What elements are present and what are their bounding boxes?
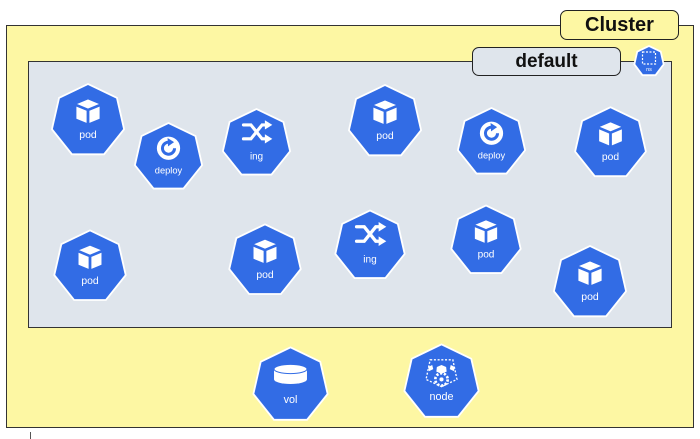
pod-label: pod [79,129,97,141]
pod-icon[interactable]: pod [52,229,128,305]
ingress-icon[interactable]: ing [221,108,292,179]
ing-label: ing [250,151,263,162]
namespace-icon: ns [632,44,666,78]
pod-icon[interactable]: pod [552,245,628,321]
pod-icon[interactable]: pod [449,204,523,278]
pod-label: pod [478,249,495,260]
vol-label: vol [284,394,298,406]
pod-icon[interactable]: pod [227,223,303,299]
pod-label: pod [581,291,599,303]
deploy-label: deploy [478,150,506,160]
pod-icon[interactable]: pod [50,83,126,159]
cluster-label: Cluster [560,10,679,40]
pod-label: pod [602,152,619,163]
pod-icon[interactable]: pod [347,84,423,160]
pod-label: pod [376,130,394,142]
ing-label: ing [363,254,376,265]
namespace-label: default [472,47,621,76]
ingress-icon[interactable]: ing [333,209,407,283]
node-label: node [429,391,453,403]
deploy-label: deploy [155,165,183,175]
deploy-icon[interactable]: deploy [456,107,527,178]
node-icon[interactable]: node [402,343,481,422]
canvas-tick-mark [30,432,31,439]
volume-icon[interactable]: vol [251,346,330,425]
pod-label: pod [81,276,99,287]
pod-label: pod [256,270,274,281]
namespace-badge-text: ns [646,67,652,73]
deploy-icon[interactable]: deploy [133,122,204,193]
pod-icon[interactable]: pod [573,106,648,181]
